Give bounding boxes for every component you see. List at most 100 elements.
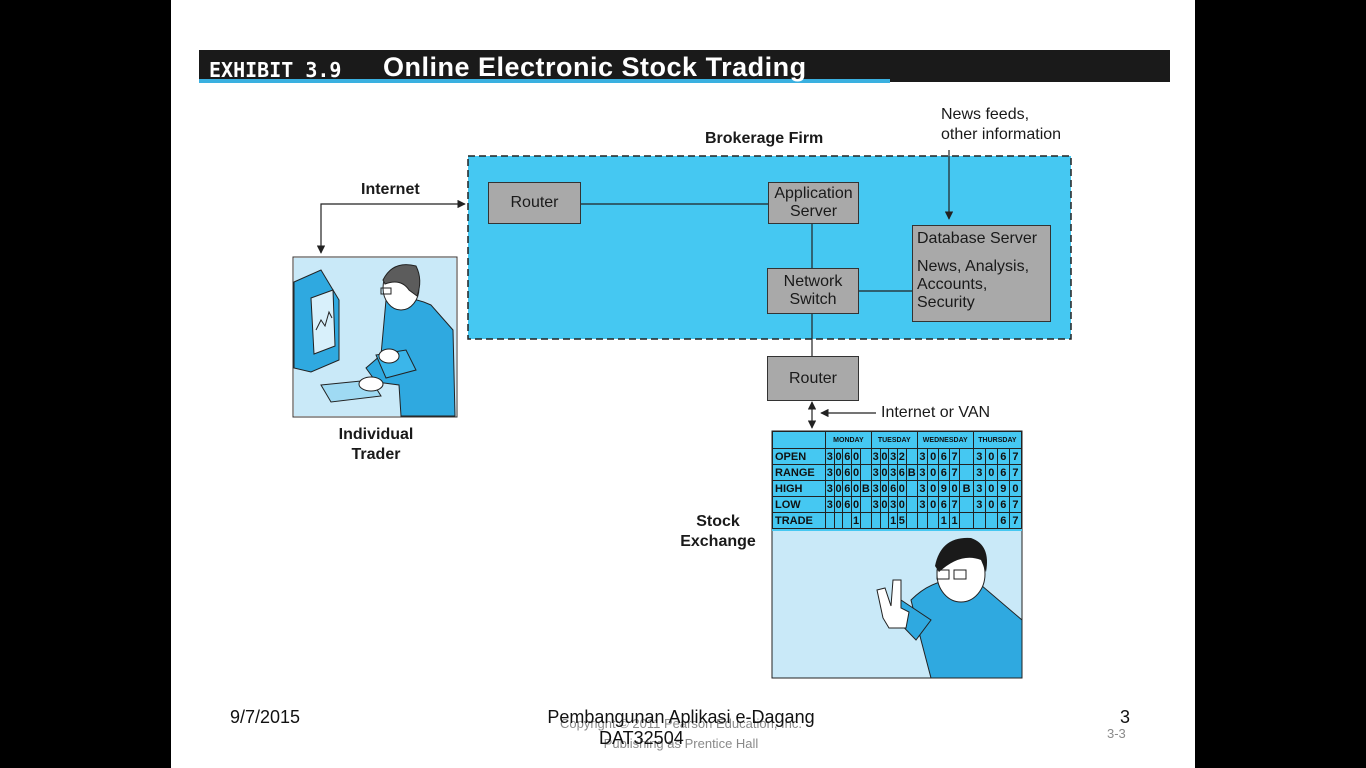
cell: 0 [833,464,844,481]
cell: 3 [870,496,881,513]
cell: 1 [851,512,861,529]
cell: 0 [851,448,861,465]
cell: 6 [842,480,853,497]
cell: 0 [879,496,890,513]
title-underline [199,79,890,83]
db-server-title: Database Server [917,230,1038,247]
cell: 0 [984,464,998,481]
network-switch-label-2: Switch [789,291,837,308]
cell: 0 [948,480,961,497]
app-server-label-2: Server [789,203,838,220]
cell: 3 [972,448,986,465]
cell: B [959,480,974,497]
cell: 6 [842,464,853,481]
cell: 0 [879,448,890,465]
cell: 0 [927,496,939,513]
cell [972,512,986,529]
cell: 0 [833,480,844,497]
router-top-box: Router [488,182,581,224]
cell: 3 [888,464,898,481]
database-server-box: Database Server News, Analysis, Accounts… [912,225,1051,322]
cell: 0 [851,464,861,481]
cell: 0 [984,480,998,497]
cell: 3 [972,496,986,513]
cell: 7 [1008,464,1023,481]
cell: 5 [897,512,907,529]
day-header-tuesday: TUESDAY [870,431,918,449]
cell [833,512,844,529]
cell: 9 [996,480,1010,497]
footer-course-line-1: Pembangunan Aplikasi e-Dagang [547,707,815,727]
cell: 0 [879,480,890,497]
trader-label-1: Individual [338,426,414,443]
cell: 6 [938,496,950,513]
stock-board-table: MONDAY TUESDAY WEDNESDAY THURSDAY OPEN 3… [772,431,1023,529]
network-switch-label-1: Network [783,273,843,290]
cell: 6 [888,480,898,497]
cell: 6 [996,464,1010,481]
internet-van-label: Internet or VAN [881,404,991,421]
row-label: HIGH [772,480,826,497]
trader-illustration [292,256,458,418]
cell [859,512,872,529]
cell: 0 [927,464,939,481]
cell: 3 [888,448,898,465]
cell: 7 [1008,496,1023,513]
cell: 6 [996,496,1010,513]
footer-course-line-2: DAT32504 [599,728,684,748]
exchange-label-1: Stock [696,513,740,530]
cell: 0 [851,480,861,497]
cell: 6 [996,448,1010,465]
cell: 3 [825,496,835,513]
cell: 6 [842,496,853,513]
cell: 6 [996,512,1010,529]
cell [959,512,974,529]
cell: 6 [938,464,950,481]
day-header-thursday: THURSDAY [972,431,1023,449]
cell: 7 [948,496,961,513]
cell: 3 [916,480,929,497]
cell: 1 [948,512,961,529]
cell: 0 [984,496,998,513]
cell: 7 [1008,448,1023,465]
network-switch-box: Network Switch [767,268,859,314]
cell: 3 [888,496,898,513]
router-bottom-box: Router [767,356,859,401]
connector-lines [292,150,1072,679]
trader-label-2: Trader [351,446,401,463]
router-top-label: Router [510,194,559,211]
cell: 1 [938,512,950,529]
cell [959,496,974,513]
cell: 2 [897,448,907,465]
cell: 3 [870,464,881,481]
cell: 6 [897,464,907,481]
db-server-line-2: Accounts, [917,276,988,293]
title-banner [199,50,1170,82]
cell: 3 [916,496,929,513]
row-label: LOW [772,496,826,513]
cell: 0 [833,496,844,513]
cell [842,512,853,529]
cell [984,512,998,529]
cell [959,448,974,465]
news-feeds-label-2: other information [941,126,1062,143]
slide-code: 3-3 [1107,726,1126,741]
cell: 6 [938,448,950,465]
stock-board-corner [772,431,826,449]
cell: 3 [825,480,835,497]
cell: 3 [825,448,835,465]
row-label: RANGE [772,464,826,481]
cell: 3 [972,464,986,481]
app-server-label-1: Application [774,185,853,202]
cell [905,496,918,513]
page-number: 3 [1120,707,1131,727]
cell: 3 [916,448,929,465]
cell [879,512,890,529]
exchange-label-2: Exchange [680,533,756,550]
cell: 3 [972,480,986,497]
cell: 0 [851,496,861,513]
footer-course: Pembangunan Aplikasi e-Dagang DAT32504 [511,707,851,749]
